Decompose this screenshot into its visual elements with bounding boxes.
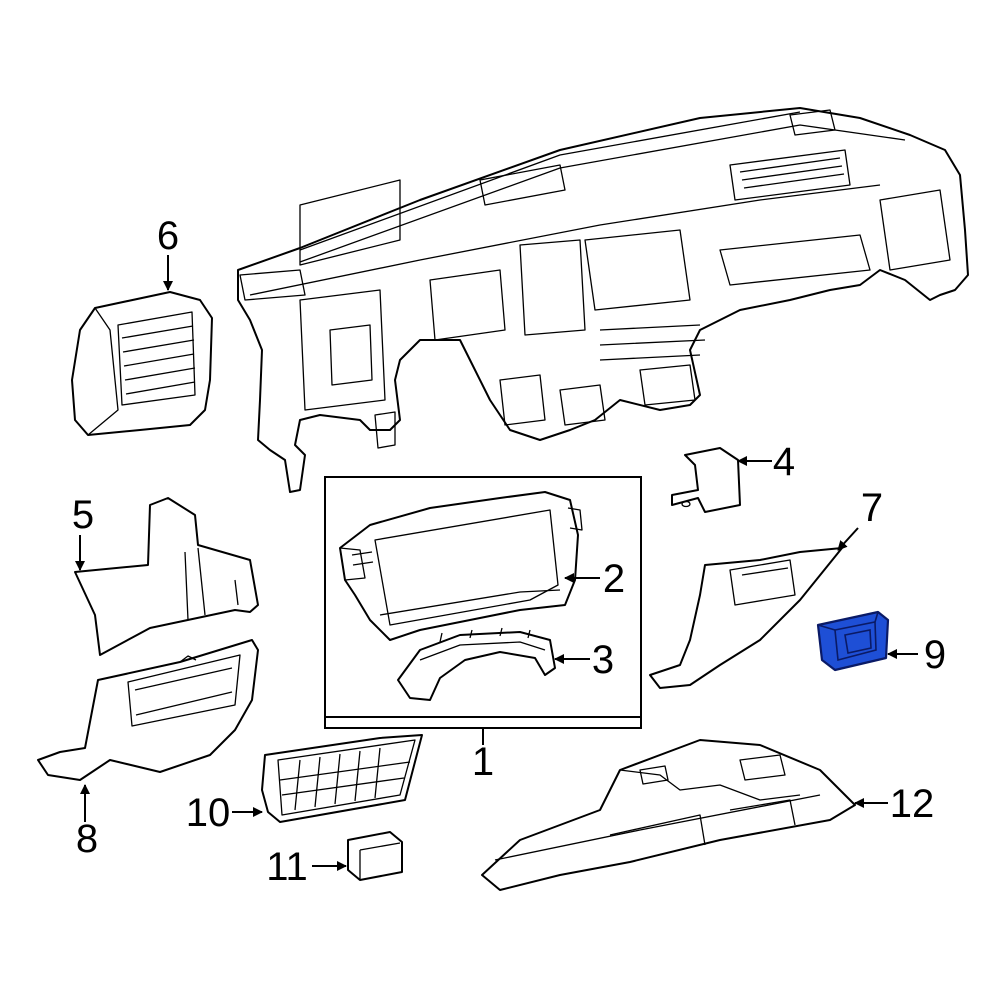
assembly-1-bracket <box>324 717 642 729</box>
callout-9: 9 <box>924 633 946 677</box>
side-cover-part-7 <box>649 547 843 689</box>
callout-5: 5 <box>72 493 94 537</box>
callout-7: 7 <box>861 486 883 530</box>
callout-3: 3 <box>592 638 614 682</box>
callout-4: 4 <box>773 440 795 484</box>
callout-10: 10 <box>186 791 231 835</box>
cluster-trim-part-3 <box>397 627 556 701</box>
side-vent-part-6 <box>71 291 213 436</box>
callout-1: 1 <box>472 740 494 784</box>
callout-11: 11 <box>266 845 308 889</box>
cluster-bezel-part-2 <box>339 491 583 641</box>
center-vent-part-10 <box>261 734 423 823</box>
knee-panel-part-8 <box>37 639 259 781</box>
switch-part-11 <box>347 831 403 881</box>
callout-12: 12 <box>890 782 935 826</box>
callout-6: 6 <box>157 214 179 258</box>
dashboard-frame <box>237 107 969 493</box>
lower-trim-part-5 <box>74 497 259 656</box>
lower-panel-part-12 <box>481 739 856 891</box>
assembly-1-box <box>324 476 642 718</box>
callout-8: 8 <box>76 817 98 861</box>
bracket-part-4 <box>671 447 741 513</box>
switch-bezel-part-9 <box>816 610 890 672</box>
callout-2: 2 <box>603 557 625 601</box>
leader-7 <box>837 527 859 551</box>
